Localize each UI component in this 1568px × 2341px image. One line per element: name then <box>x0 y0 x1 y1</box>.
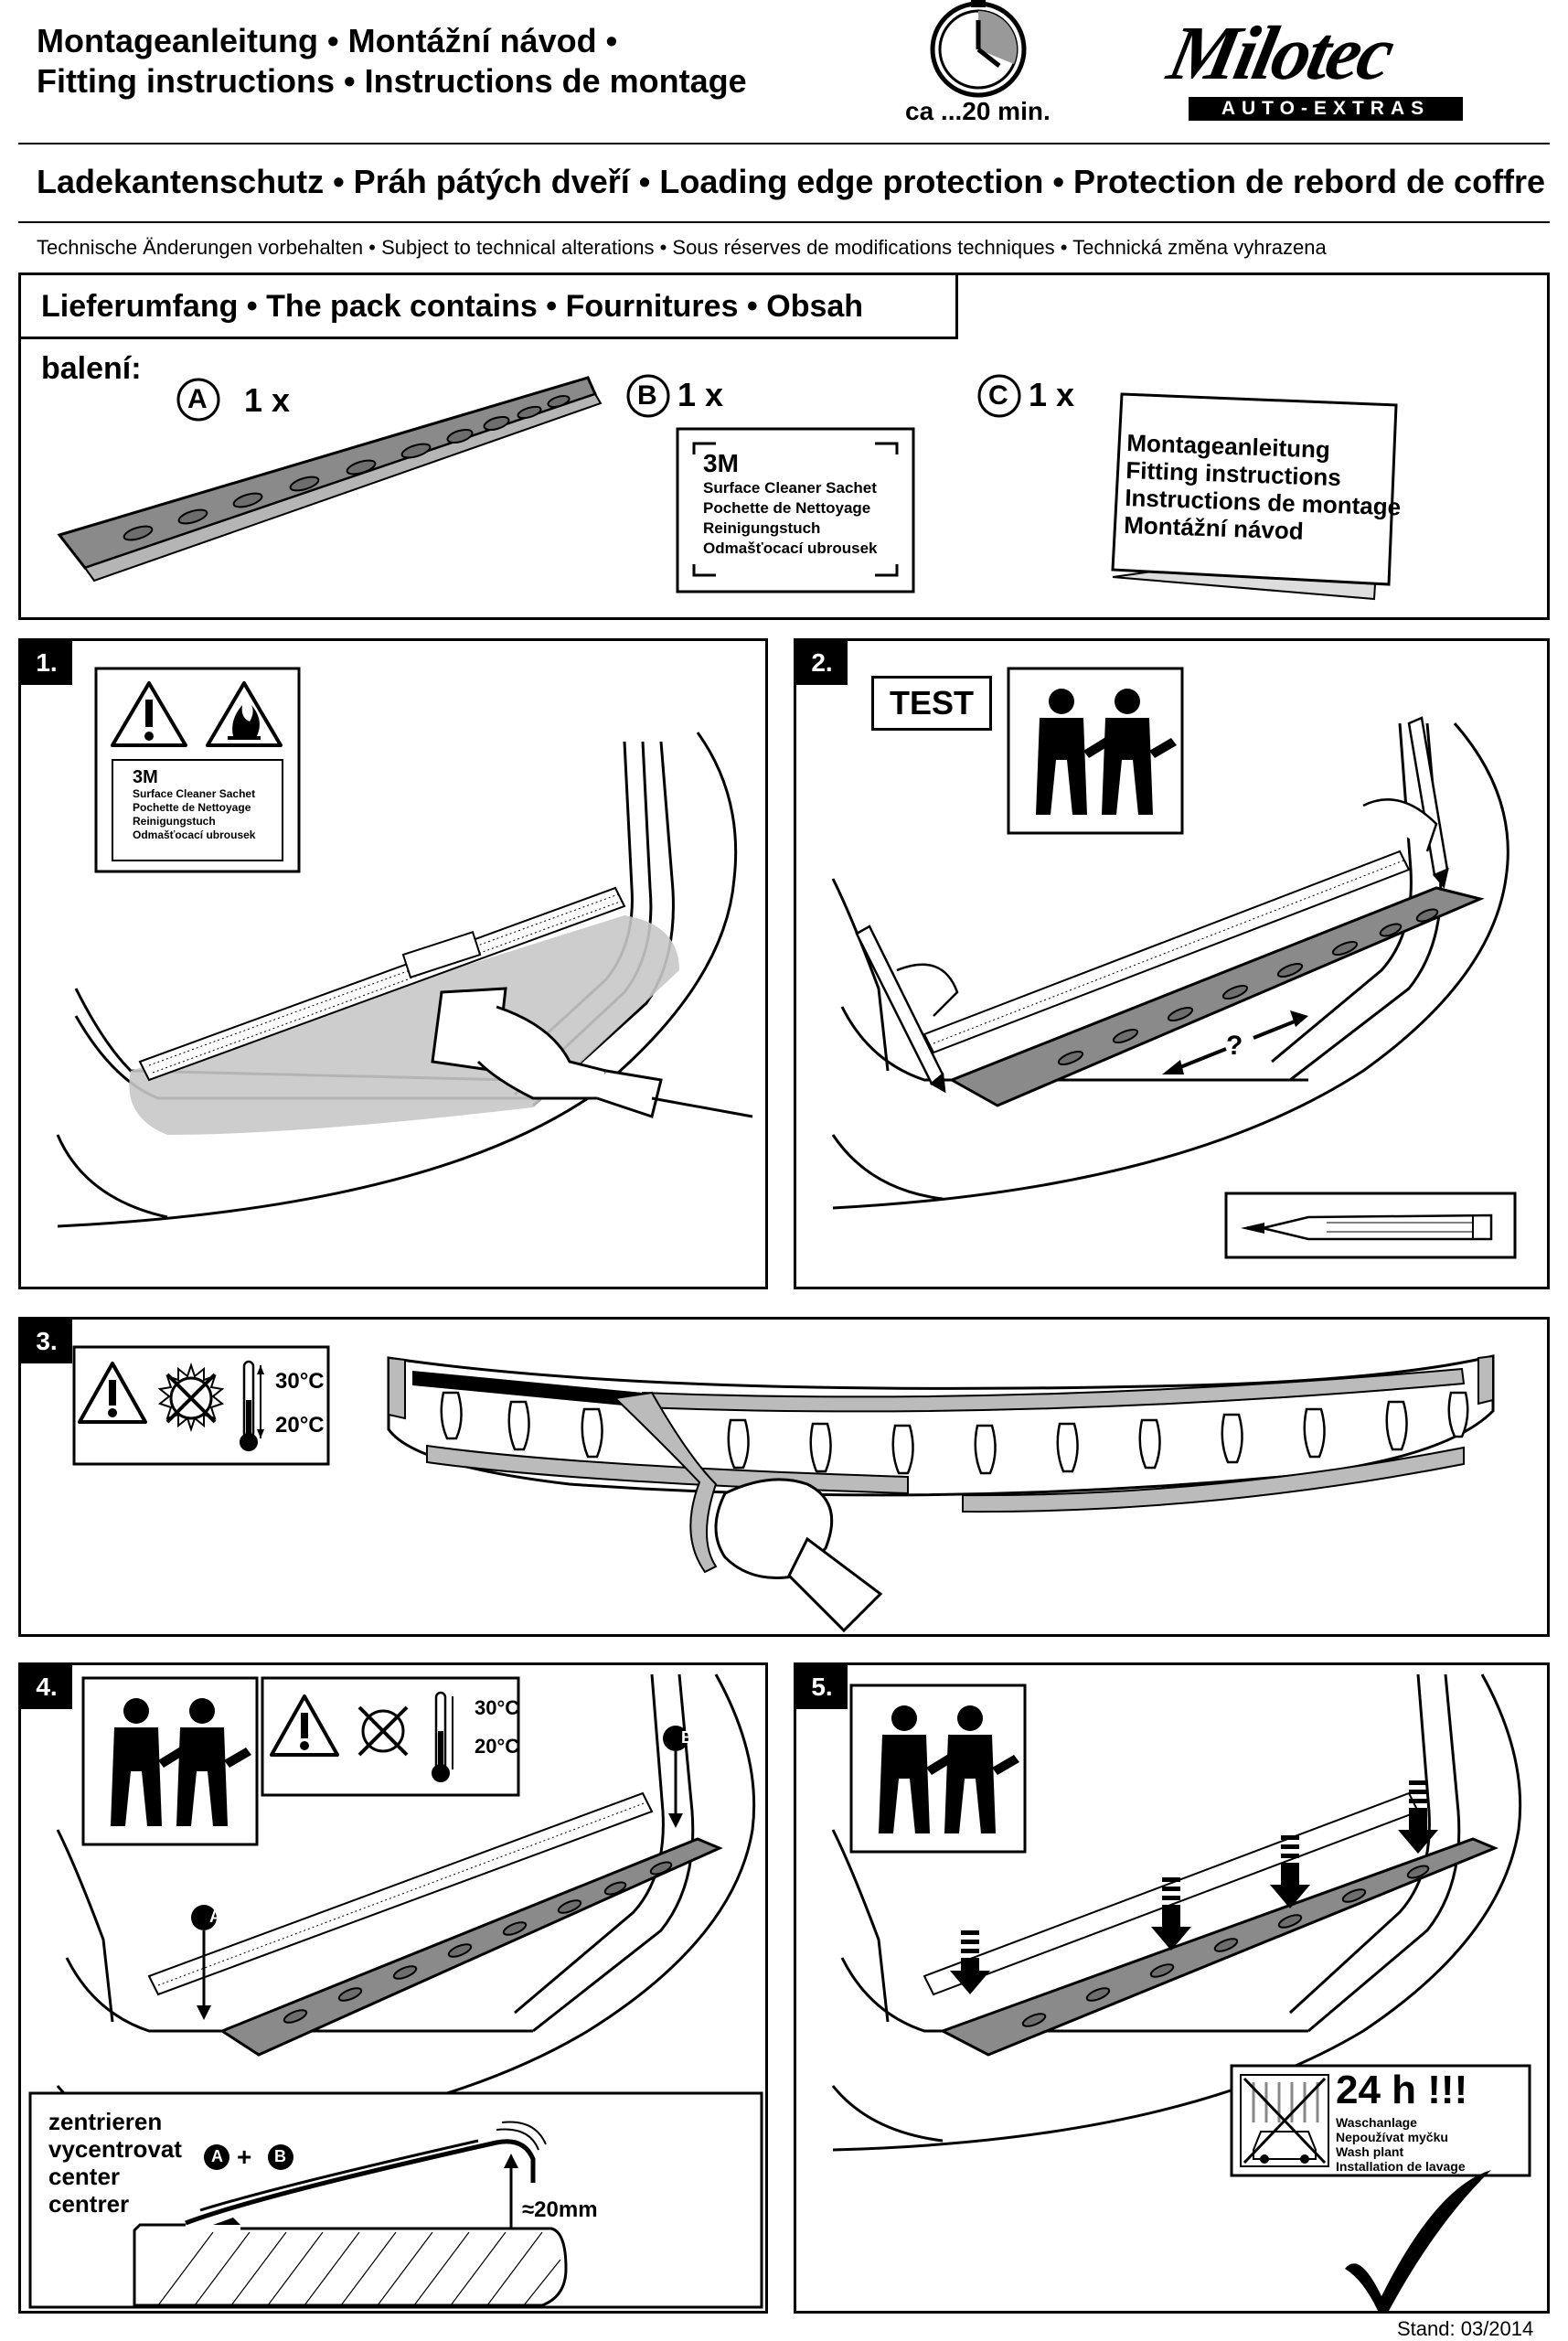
loading-edge-protector <box>57 376 603 583</box>
warning-icon <box>270 1694 339 1757</box>
question-mark: ? <box>1226 1031 1243 1061</box>
no-sun-icon <box>357 1705 409 1757</box>
step-2-panel: 2. TEST <box>794 638 1550 1289</box>
wait-time: 24 h !!! <box>1336 2068 1468 2112</box>
mounting-clips <box>440 1391 1469 1475</box>
pencil-icon <box>1241 1213 1493 1241</box>
marker-b: B <box>681 1728 693 1747</box>
brand-logo: Milotec AUTO-EXTRAS <box>1161 11 1472 121</box>
edge-profile-detail <box>133 2121 568 2307</box>
press-arrow-icons <box>950 1780 1438 1994</box>
marker-a: A <box>211 2147 223 2165</box>
step-number: 5. <box>796 1665 848 1709</box>
title-line-1: Montageanleitung • Montážní návod • <box>37 22 618 59</box>
thermometer-icon <box>432 1691 453 1782</box>
technical-note: Technische Änderungen vorbehalten • Subj… <box>37 236 1327 259</box>
item-a-letter: A <box>187 384 208 414</box>
step-number: 1. <box>21 641 72 685</box>
no-sun-icon <box>157 1362 225 1433</box>
pack-contents-panel: Lieferumfang • The pack contains • Fourn… <box>18 273 1550 620</box>
revision-date: Stand: 03/2014 <box>1397 2317 1534 2340</box>
plus-sign: + <box>237 2143 252 2171</box>
item-c-letter: C <box>988 380 1008 411</box>
title-line-2: Fitting instructions • Instructions de m… <box>37 62 747 100</box>
marker-b: B <box>274 2147 286 2165</box>
pencil-left <box>855 925 959 1094</box>
step-3-illustration <box>72 1345 1495 1633</box>
divider <box>18 143 1550 144</box>
item-c-qty: 1 x <box>1029 376 1075 413</box>
flammable-icon <box>206 681 283 747</box>
loading-edge-protector <box>939 1837 1499 2057</box>
step-1-panel: 1. <box>18 638 768 1289</box>
manual-booklet <box>1111 392 1398 601</box>
step-2-illustration: ? <box>831 667 1517 1259</box>
hand-peeling-tape <box>714 1478 883 1633</box>
step-3-panel: 3. <box>18 1317 1550 1637</box>
temperature-min: 20°C <box>475 1735 520 1758</box>
thermometer-icon <box>240 1360 264 1451</box>
brand-subtitle: AUTO-EXTRAS <box>1189 97 1463 121</box>
manual-label: Montageanleitung Fitting instructions In… <box>1123 429 1402 545</box>
item-b-qty: 1 x <box>677 376 724 413</box>
test-label: TEST <box>871 676 992 731</box>
duration-label: ca ...20 min. <box>905 97 1051 125</box>
step-4-panel: 4. <box>18 1662 768 2314</box>
item-b-letter: B <box>637 380 657 411</box>
check-icon <box>1345 2170 1491 2311</box>
step-number: 3. <box>21 1320 72 1363</box>
step-number: 4. <box>21 1665 72 1709</box>
warning-icon <box>78 1362 147 1424</box>
two-persons-icon <box>111 1698 251 1826</box>
sachet-label: 3M Surface Cleaner Sachet Pochette de Ne… <box>133 767 256 841</box>
step-4-illustration <box>28 1673 763 2309</box>
warning-icon <box>111 681 187 747</box>
loading-edge-protector <box>948 886 1485 1107</box>
two-persons-icon <box>1036 689 1177 815</box>
temperature-max: 30°C <box>475 1696 520 1719</box>
hand-with-cloth <box>431 987 753 1118</box>
item-a-qty: 1 x <box>244 381 291 419</box>
brand-name: Milotec <box>1161 11 1400 96</box>
cleaner-sachet <box>676 427 915 593</box>
divider <box>18 221 1550 223</box>
gap-measurement: ≈20mm <box>522 2197 598 2222</box>
step-number: 2. <box>796 641 848 685</box>
product-title: Ladekantenschutz • Práh pátých dveří • L… <box>37 163 1546 200</box>
step-5-illustration <box>831 1673 1531 2311</box>
no-car-wash-icon <box>1240 2074 1329 2167</box>
pack-contents-title: Lieferumfang • The pack contains • Fourn… <box>21 275 958 386</box>
two-persons-icon <box>879 1705 1019 1833</box>
temperature-max: 30°C <box>275 1369 325 1394</box>
adjust-arrow-icon <box>1162 1010 1308 1074</box>
step-1-illustration <box>56 667 753 1228</box>
loading-edge-protector <box>219 1837 723 2057</box>
marker-a: A <box>209 1908 221 1926</box>
pencil-right <box>1362 716 1449 889</box>
center-instruction: zentrieren vycentrovat center centrer <box>48 2108 182 2218</box>
pack-illustration <box>57 374 1398 601</box>
car-wash-warning: Waschanlage Nepoužívat myčku Wash plant … <box>1336 2115 1466 2174</box>
temperature-min: 20°C <box>275 1413 325 1438</box>
sachet-label: 3M Surface Cleaner Sachet Pochette de Ne… <box>703 449 878 557</box>
step-5-panel: 5. <box>794 1662 1550 2314</box>
